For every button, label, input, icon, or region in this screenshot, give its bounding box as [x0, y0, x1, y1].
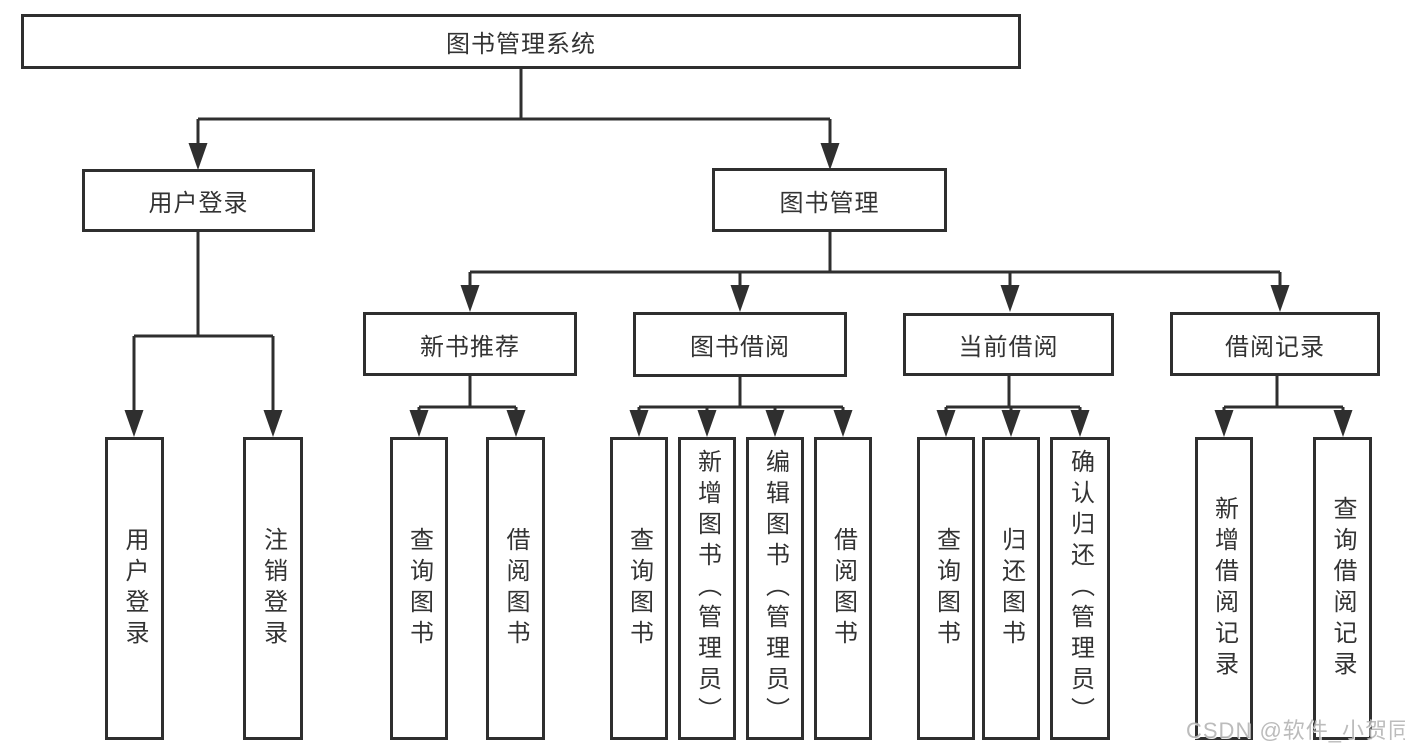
arrowhead-icon: [730, 285, 750, 312]
arrowhead-icon: [820, 143, 840, 170]
leaf-query-books-current: 查询图书: [917, 437, 975, 740]
node-user-login: 用户登录: [82, 169, 315, 232]
node-current-borrow: 当前借阅: [903, 313, 1114, 376]
connector-book-borrow-group: [637, 377, 845, 414]
node-book-management: 图书管理: [712, 168, 947, 232]
connector-root-to-level2: [196, 69, 832, 150]
arrowhead-icon: [936, 410, 956, 437]
arrowhead-icon: [1333, 410, 1353, 437]
arrowhead-icon: [1001, 410, 1021, 437]
leaf-user-login: 用户登录: [105, 437, 164, 740]
connector-user-login-group: [132, 232, 275, 415]
arrowhead-icon: [124, 410, 144, 437]
arrowhead-icon: [1070, 410, 1090, 437]
leaf-add-borrow-record: 新增借阅记录: [1195, 437, 1253, 740]
node-book-borrow: 图书借阅: [633, 312, 847, 377]
leaf-query-books-borrow: 查询图书: [610, 437, 668, 740]
leaf-confirm-return-admin: 确认归还（管理员）: [1050, 437, 1110, 740]
arrowhead-icon: [833, 410, 853, 437]
arrowhead-icon: [1270, 285, 1290, 312]
connector-borrow-record-group: [1222, 376, 1345, 414]
connector-current-borrow-group: [944, 376, 1082, 414]
arrowhead-icon: [460, 285, 480, 312]
arrowhead-icon: [1000, 285, 1020, 312]
arrowhead-icon: [263, 410, 283, 437]
leaf-borrow-books: 借阅图书: [814, 437, 872, 740]
connector-new-book-group: [417, 376, 518, 414]
node-new-book-recommend: 新书推荐: [363, 312, 577, 376]
node-borrow-record: 借阅记录: [1170, 312, 1380, 376]
arrowheads: [124, 143, 1353, 437]
leaf-borrow-books-recommend: 借阅图书: [486, 437, 545, 740]
leaf-edit-book-admin: 编辑图书（管理员）: [746, 437, 804, 740]
arrowhead-icon: [188, 143, 208, 170]
arrowhead-icon: [1214, 410, 1234, 437]
arrowhead-icon: [409, 410, 429, 437]
arrowhead-icon: [629, 410, 649, 437]
connector-book-mgmt-to-level3: [468, 232, 1282, 290]
leaf-add-book-admin: 新增图书（管理员）: [678, 437, 736, 740]
csdn-watermark: CSDN @软件_小贺同学: [1186, 718, 1405, 743]
leaf-return-book: 归还图书: [982, 437, 1040, 740]
arrowhead-icon: [506, 410, 526, 437]
leaf-logout: 注销登录: [243, 437, 303, 740]
node-library-management-system: 图书管理系统: [21, 14, 1021, 69]
arrowhead-icon: [765, 410, 785, 437]
leaf-query-borrow-record: 查询借阅记录: [1313, 437, 1372, 740]
leaf-query-books-recommend: 查询图书: [390, 437, 448, 740]
arrowhead-icon: [697, 410, 717, 437]
